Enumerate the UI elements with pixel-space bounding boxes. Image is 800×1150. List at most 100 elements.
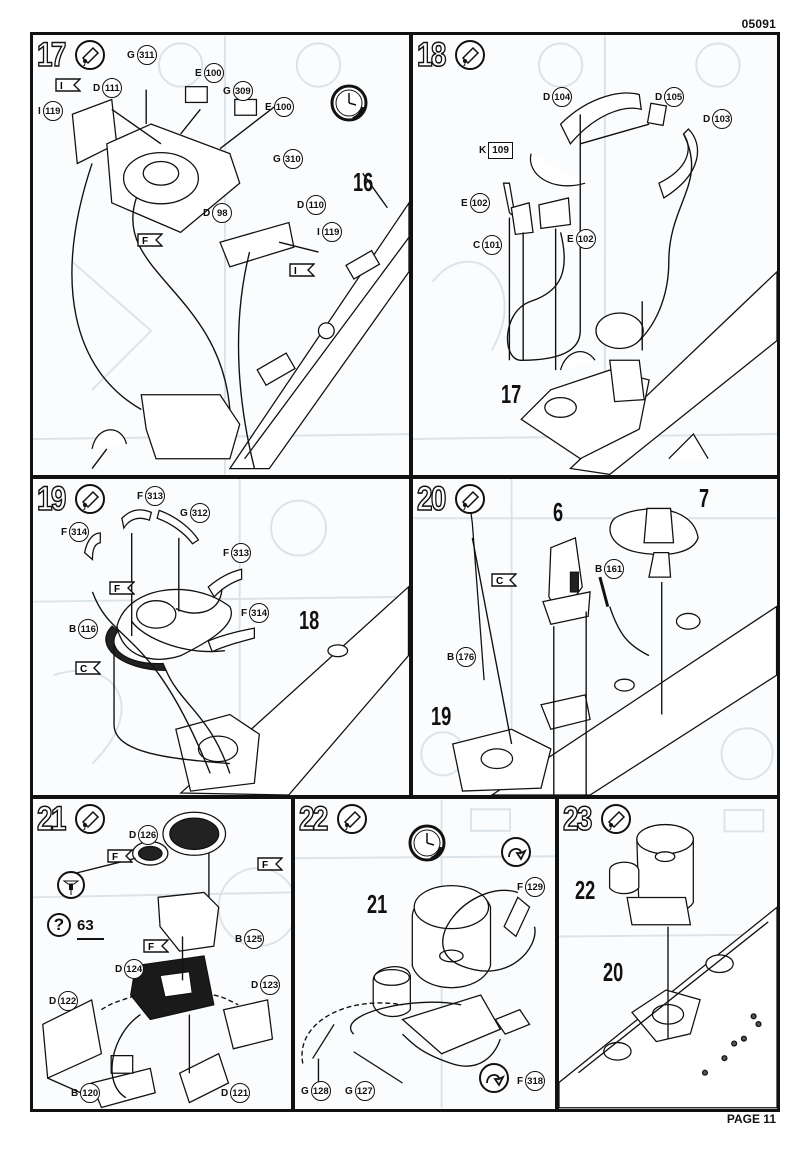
bend-part-icon	[501, 837, 531, 867]
svg-text:F: F	[262, 860, 268, 871]
step-number: 20	[416, 480, 447, 518]
reference-step-number: 7	[699, 483, 710, 513]
paint-flag-icon: F	[137, 233, 163, 247]
reference-step-number: 20	[603, 957, 624, 987]
paint-flag-icon: F	[257, 857, 283, 871]
paint-flag-icon: I	[289, 263, 315, 277]
step-18-header: 18	[416, 36, 485, 74]
step-21-header: 21	[36, 800, 105, 838]
step-number: 17	[36, 36, 67, 74]
step-number: 18	[416, 36, 447, 74]
svg-text:I: I	[60, 81, 63, 92]
step-17-header: 17	[36, 36, 105, 74]
glue-tube-icon	[75, 484, 105, 514]
glue-tube-icon	[601, 804, 631, 834]
glue-tube-icon	[455, 40, 485, 70]
paint-flag-icon: C	[75, 661, 101, 675]
clock-drying-time-icon	[330, 84, 368, 122]
svg-text:F: F	[112, 852, 118, 863]
reference-step-number: 16	[353, 167, 374, 197]
paint-flag-icon: C	[491, 573, 517, 587]
step-22-header: 22	[298, 800, 367, 838]
step-number: 19	[36, 480, 67, 518]
svg-text:F: F	[148, 942, 154, 953]
question-icon: ?	[47, 913, 71, 937]
reference-step-number: 6	[553, 497, 564, 527]
bend-part-icon	[479, 1063, 509, 1093]
step-19-diagram	[33, 479, 409, 795]
step-20-header: 20	[416, 480, 485, 518]
see-step-reference: ? 63	[47, 913, 104, 940]
drill-icon	[57, 871, 85, 899]
step-23-header: 23	[562, 800, 631, 838]
paint-flag-icon: F	[109, 581, 135, 595]
paint-flag-icon: F	[107, 849, 133, 863]
clock-drying-time-icon	[408, 824, 446, 862]
step-number: 23	[562, 800, 593, 838]
step-23-diagram	[559, 808, 777, 1109]
page-number: PAGE 11	[726, 1112, 776, 1126]
svg-text:F: F	[142, 236, 148, 247]
step-20-diagram	[413, 479, 777, 795]
step-22-diagram	[295, 799, 555, 1109]
glue-tube-icon	[455, 484, 485, 514]
glue-tube-icon	[75, 804, 105, 834]
step-18-diagram	[413, 35, 777, 475]
paint-flag-icon: F	[143, 939, 169, 953]
step-23-panel: 23 22 20	[556, 796, 780, 1112]
help-reference-number: 63	[77, 916, 104, 940]
svg-text:C: C	[496, 576, 503, 587]
step-17-diagram	[33, 35, 409, 475]
reference-step-number: 21	[367, 889, 388, 919]
svg-text:C: C	[80, 664, 87, 675]
step-number: 21	[36, 800, 67, 838]
glue-tube-icon	[75, 40, 105, 70]
reference-step-number: 22	[575, 875, 596, 905]
reference-step-number: 19	[431, 701, 452, 731]
svg-text:I: I	[294, 266, 297, 277]
glue-tube-icon	[337, 804, 367, 834]
step-21-diagram	[33, 811, 291, 1109]
step-number: 22	[298, 800, 329, 838]
